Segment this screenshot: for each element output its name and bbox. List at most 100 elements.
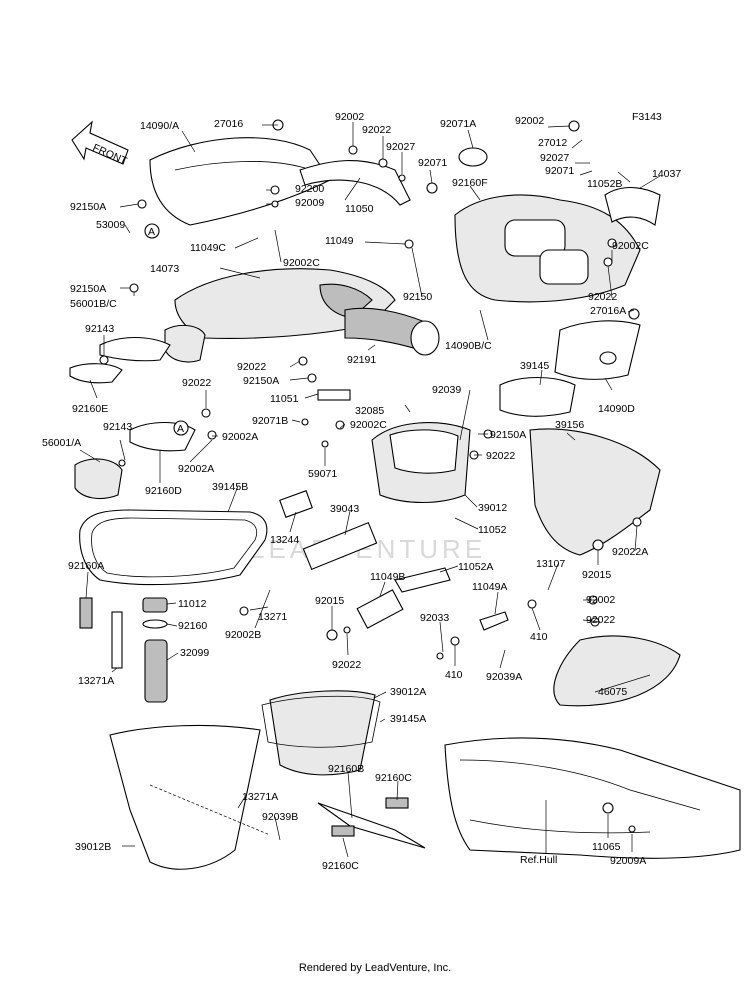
callout-label: 11052B [587,178,622,190]
callout-label: 11050 [345,203,374,215]
callout-labels: 14090/A 27016 92002 92022 92027 92071A 9… [42,111,681,872]
callout-label: 14073 [150,263,179,275]
callout-label: 92002C [283,257,320,269]
pad-e [69,363,123,384]
callout-label: 92150A [490,429,526,441]
callout-label: 14090D [598,403,635,415]
tray-39012a [269,690,376,776]
glove-box [554,320,641,380]
callout-label: 410 [445,669,463,681]
callout-label: 39012 [478,502,507,514]
callout-label: 92160B [328,763,364,775]
mirror-left [74,458,123,500]
callout-label: 27016 [214,118,243,130]
callout-label: 92002 [335,111,364,123]
callout-label: 92002A [178,463,214,475]
callout-label: 92150A [70,201,106,213]
pad-92160c-b [331,825,355,837]
callout-label: 92200 [295,183,324,195]
callout-label: 59071 [308,468,337,480]
callout-label: 92143 [85,323,114,335]
callout-label: 92022 [586,614,615,626]
plate-13244 [279,490,313,518]
callout-label: 13107 [536,558,565,570]
callout-label: 92143 [103,421,132,433]
seat-cover [149,137,331,226]
hood-trim [604,186,661,226]
callout-label: 92022A [612,546,648,558]
callout-label: 11065 [592,841,621,853]
callout-label: 92160E [72,403,108,415]
exploded-view: LEADVENTURE FRONT [42,111,741,872]
callout-label: 92002B [225,629,261,641]
callout-label: 410 [530,631,548,643]
plate-39043 [302,521,378,571]
callout-label: 13244 [270,534,299,546]
callout-label: 11051 [270,393,299,405]
gasket-39145a [261,695,381,748]
callout-label: 32099 [180,647,209,659]
storage-bin [109,724,261,870]
callout-label: 92071B [252,415,288,427]
callout-label: 39012B [75,841,111,853]
bracket-11052a [394,567,451,593]
callout-label: 92160F [452,177,488,189]
callout-label: 92022 [486,450,515,462]
callout-label: 92027 [540,152,569,164]
mirror-right [164,324,206,363]
front-arrow-icon: FRONT [71,120,129,168]
callout-label: 92002C [350,419,387,431]
callout-label: 39156 [555,419,584,431]
pad-92160b [317,802,426,849]
svg-text:A: A [177,423,184,435]
callout-label: Ref.Hull [520,854,557,866]
callout-label: 92033 [420,612,449,624]
ref-marker-a-2: A [173,420,189,436]
tube-32099 [144,639,168,703]
side-cover [529,428,661,556]
diagram-code: F3143 [632,111,662,123]
callout-label: 13271A [242,791,278,803]
ring-92160 [142,619,168,629]
seat-arm [299,159,411,206]
callout-label: 92022 [332,659,361,671]
svg-text:A: A [148,226,155,238]
callout-label: 92002 [586,594,615,606]
callout-label: 92191 [347,354,376,366]
handle-46075 [553,635,681,707]
callout-label: 92015 [315,595,344,607]
callout-label: 46075 [598,686,627,698]
latch-11049b [356,589,404,629]
callout-label: 39145A [390,713,426,725]
callout-label: 92002A [222,431,258,443]
callout-label: 92039 [432,384,461,396]
callout-label: 92071 [418,157,447,169]
callout-label: 39145B [212,481,248,493]
strip-92160a [79,597,93,629]
callout-label: 39012A [390,686,426,698]
callout-label: 92160C [322,860,359,872]
callout-label: 92150A [70,283,106,295]
callout-label: 92009 [295,197,324,209]
callout-label: 11049 [325,235,354,247]
cap-11012 [142,597,168,613]
callout-label: 92039A [486,671,522,683]
callout-label: 13271 [258,611,287,623]
callout-label: 92160A [68,560,104,572]
callout-label: 11012 [178,598,207,610]
callout-label: 53009 [96,219,125,231]
callout-label: 14090/A [140,120,179,132]
callout-label: 92015 [582,569,611,581]
callout-label: 11049B [370,571,405,583]
callout-label: 92022 [237,361,266,373]
callout-label: 39043 [330,503,359,515]
gasket-39145 [499,377,576,417]
ref-marker-a-1: A [144,223,160,239]
leader-lines [79,122,661,858]
callout-label: 92022 [588,291,617,303]
callout-label: 92160C [375,772,412,784]
stay-11049a [479,611,509,631]
callout-label: 92160D [145,485,182,497]
callout-label: 92039B [262,811,298,823]
callout-label: 92160 [178,620,207,632]
